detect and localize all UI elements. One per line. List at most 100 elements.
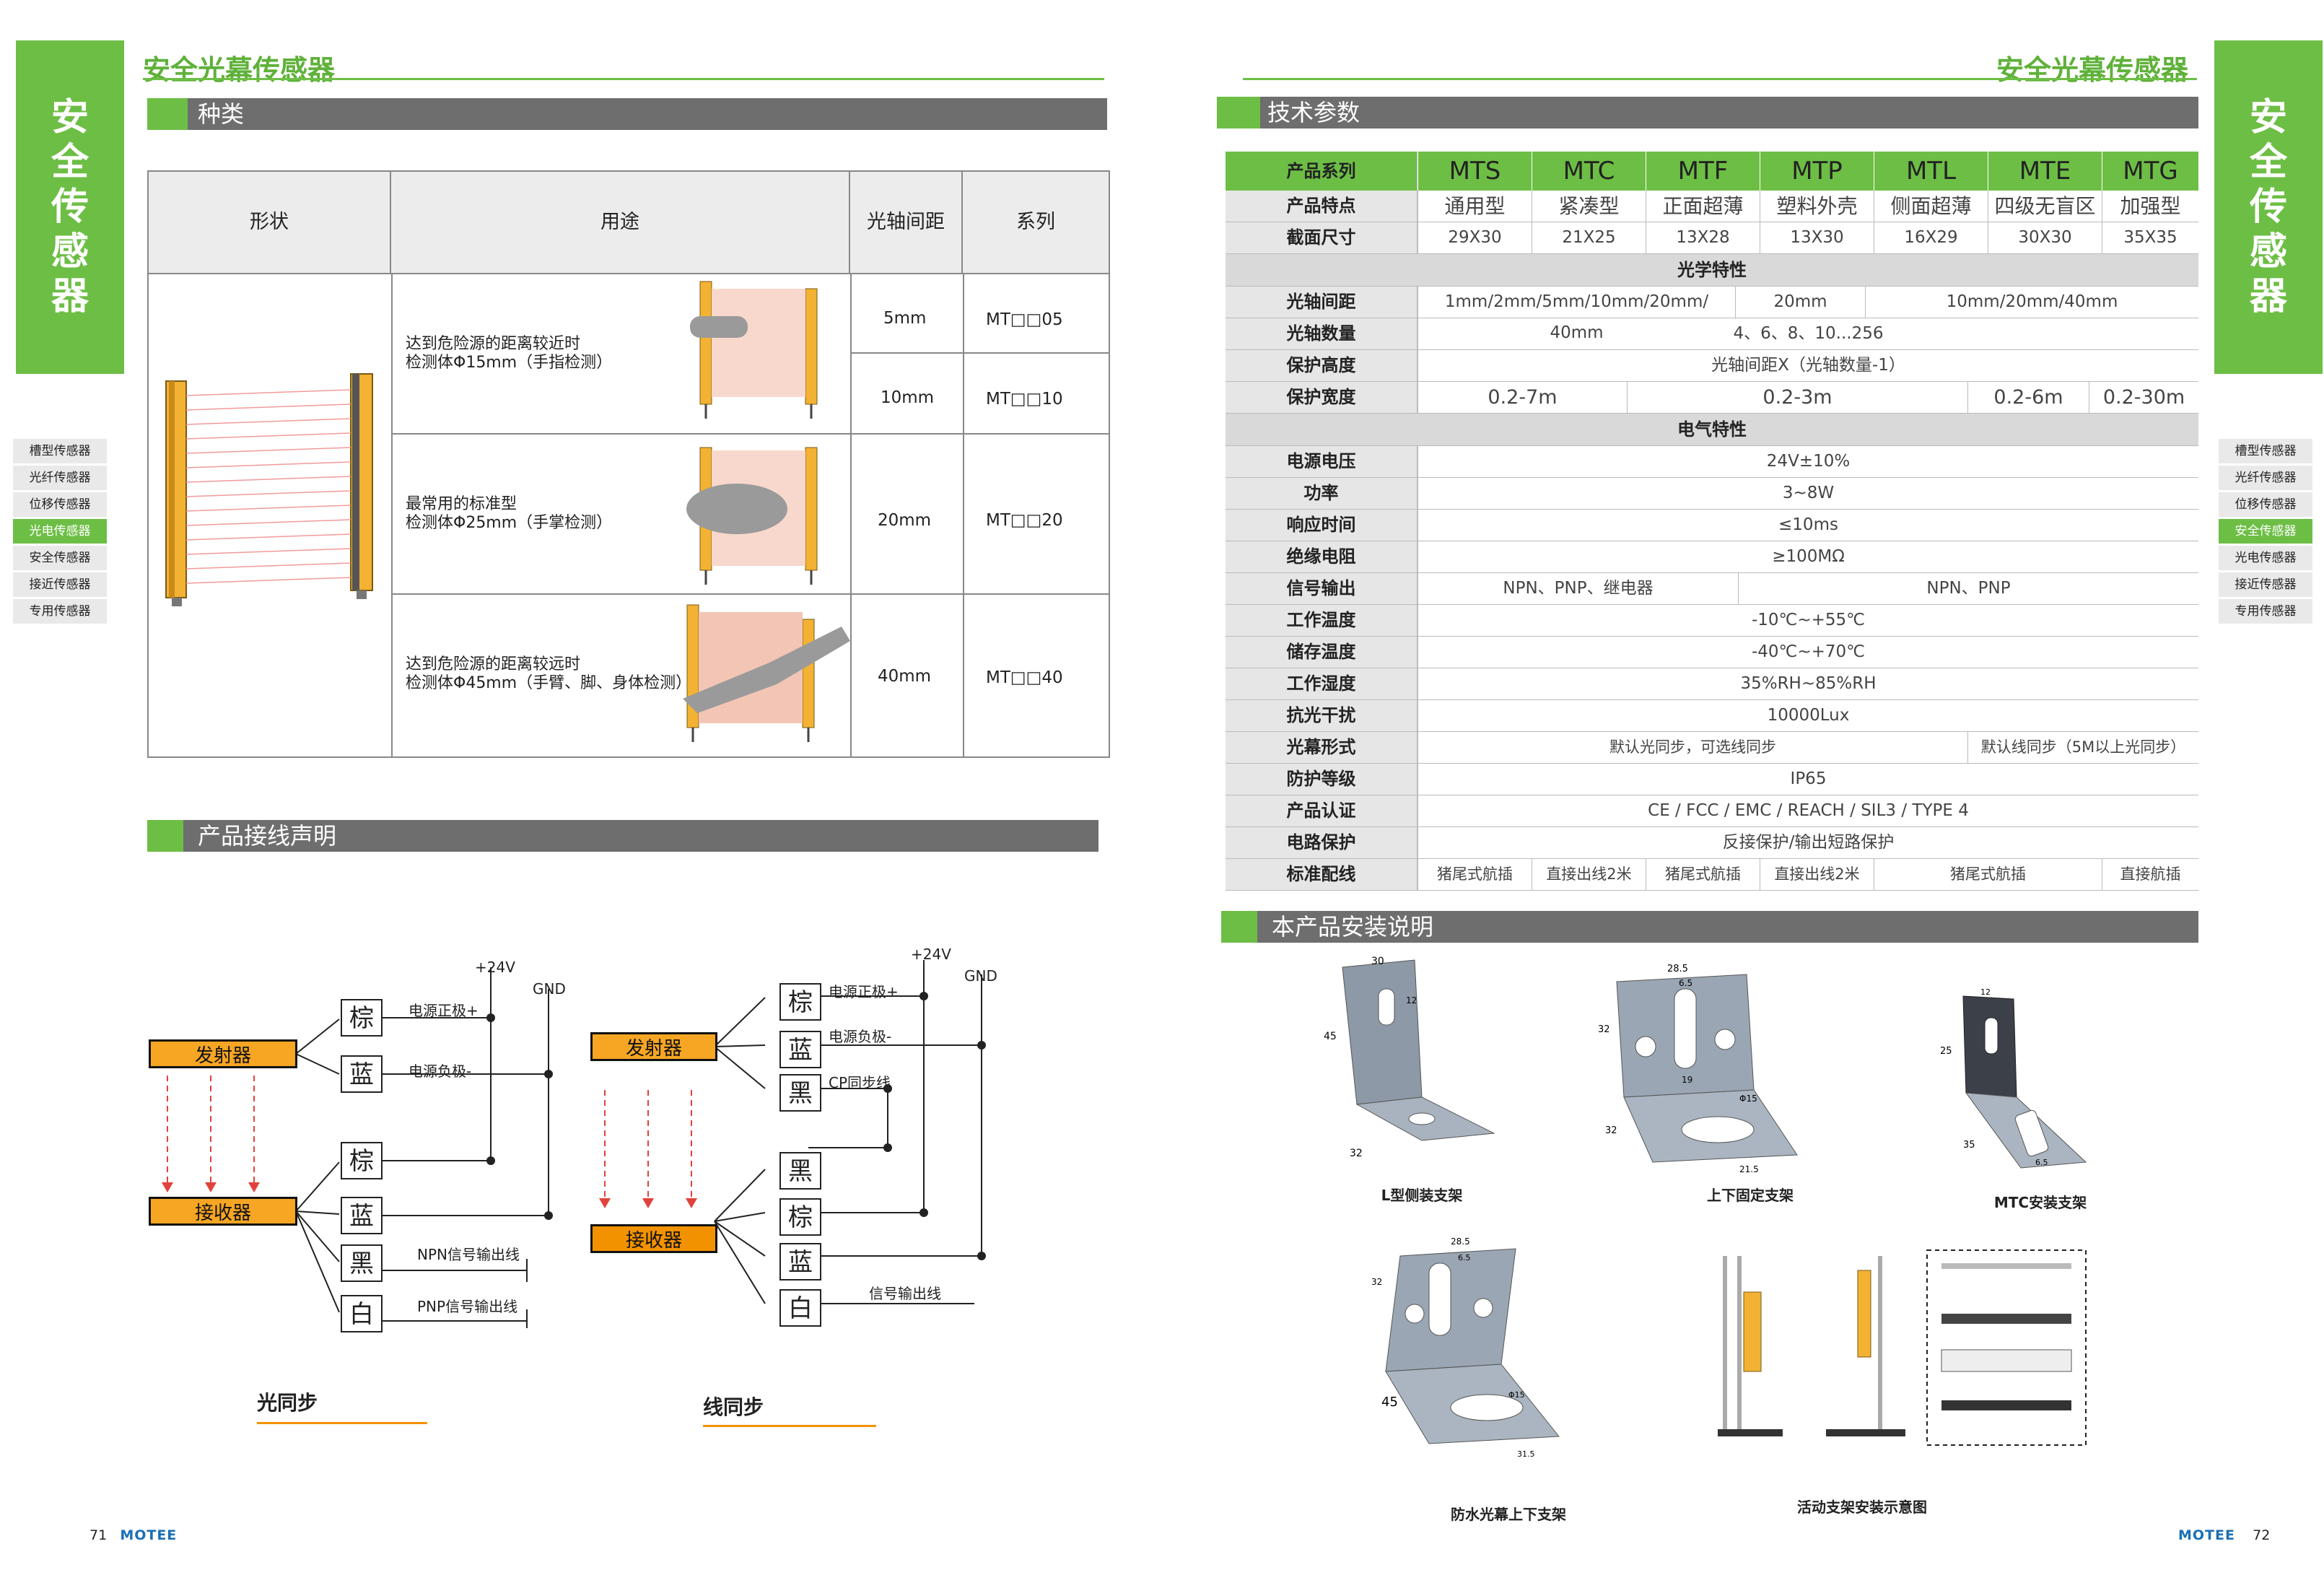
- spec-row-count: 光轴数量 4、6、8、10...256: [1226, 318, 2198, 350]
- spec-value: 直接出线2米: [1760, 859, 1874, 890]
- series-name: MTP: [1760, 152, 1874, 191]
- wire-white: 白: [779, 1289, 821, 1327]
- wire-note: 电源负极-: [829, 1028, 892, 1045]
- dim: Φ15: [1508, 1390, 1525, 1400]
- dim: 32: [1598, 1024, 1610, 1035]
- spec-value: 紧凑型: [1532, 191, 1646, 222]
- nav-item[interactable]: 位移传感器: [13, 492, 107, 517]
- use-row-3: 达到危险源的距离较远时 检测体Φ45mm（手臂、脚、身体检测）: [406, 655, 691, 693]
- spec-value: 20mm: [1735, 287, 1865, 318]
- spec-table: 产品系列 MTS MTC MTF MTP MTL MTE MTG 产品特点 通用…: [1226, 152, 2198, 891]
- bracket-caption: 活动支架安装示意图: [1797, 1498, 1927, 1516]
- spec-value: -40℃~+70℃: [1417, 637, 2198, 668]
- dim: 35: [1963, 1140, 1975, 1151]
- spec-row-size: 截面尺寸 29X30 21X25 13X28 13X30 16X29 30X30…: [1226, 222, 2198, 254]
- spec-row-insulation: 绝缘电阻 ≥100MΩ: [1226, 541, 2198, 573]
- receiver-bar: 接收器: [590, 1224, 717, 1253]
- gnd-label: GND: [533, 980, 566, 998]
- side-tab-char: 安: [51, 96, 89, 139]
- nav-item[interactable]: 槽型传感器: [2219, 439, 2312, 463]
- spec-label: 光轴数量: [1226, 318, 1417, 349]
- nav-item-active[interactable]: 安全传感器: [2219, 519, 2312, 544]
- side-tab-char: 传: [51, 186, 89, 229]
- spec-value: CE / FCC / EMC / REACH / SIL3 / TYPE 4: [1417, 795, 2198, 826]
- dim: Φ15: [1739, 1094, 1757, 1104]
- bracket-caption: MTC安装支架: [1993, 1194, 2087, 1211]
- spec-value: 3~8W: [1417, 478, 2198, 509]
- side-nav-right: 槽型传感器 光纤传感器 位移传感器 安全传感器 光电传感器 接近传感器 专用传感…: [2219, 439, 2312, 626]
- caption-rule: [257, 1422, 427, 1424]
- use-row-2: 最常用的标准型 检测体Φ25mm（手掌检测）: [406, 495, 612, 533]
- receiver-bar: 接收器: [149, 1197, 297, 1226]
- series-name: MTL: [1874, 152, 1988, 191]
- side-tab-right: 安 全 传 感 器: [2214, 40, 2323, 374]
- nav-item[interactable]: 槽型传感器: [13, 439, 107, 463]
- header-shape: 形状: [149, 172, 391, 273]
- wire-black: 黑: [779, 1074, 821, 1112]
- dim: 32: [1350, 1148, 1363, 1159]
- series-cell: MT□□05: [986, 310, 1063, 329]
- spec-row-humidity: 工作湿度 35%RH~85%RH: [1226, 668, 2198, 700]
- page-number: 72: [2253, 1527, 2271, 1543]
- section-marker: [1217, 97, 1260, 128]
- gnd-label: GND: [964, 967, 997, 985]
- spec-value: 直接出线2米: [1532, 859, 1646, 890]
- spec-value: 13X28: [1646, 222, 1760, 253]
- spec-value: 光轴间距X（光轴数量-1）: [1417, 350, 2198, 381]
- nav-item[interactable]: 接近传感器: [13, 572, 107, 597]
- dim: 12: [1406, 995, 1417, 1005]
- series-name: MTG: [2102, 152, 2198, 191]
- section-wiring: 产品接线声明: [147, 820, 1098, 852]
- nav-item-active[interactable]: 光电传感器: [13, 519, 107, 544]
- nav-item[interactable]: 专用传感器: [13, 599, 107, 624]
- spec-row-cert: 产品认证 CE / FCC / EMC / REACH / SIL3 / TYP…: [1226, 795, 2198, 827]
- nav-item[interactable]: 安全传感器: [13, 546, 107, 570]
- spec-value: 0.2-30m: [2089, 382, 2198, 413]
- wire-brown: 棕: [341, 999, 383, 1037]
- series-cell: MT□□40: [986, 668, 1063, 687]
- spec-row-feature: 产品特点 通用型 紧凑型 正面超薄 塑料外壳 侧面超薄 四级无盲区 加强型: [1226, 191, 2198, 222]
- spec-label: 截面尺寸: [1226, 222, 1417, 253]
- spec-row-response: 响应时间 ≤10ms: [1226, 510, 2198, 541]
- spec-label: 产品系列: [1226, 152, 1417, 191]
- use-line: 最常用的标准型: [406, 495, 517, 513]
- wire-note: CP同步线: [829, 1074, 891, 1091]
- wiring-diagram: [162, 960, 986, 1328]
- use-line: 检测体Φ15mm（手指检测）: [406, 354, 613, 372]
- waterproof-bracket-image: 28.5 6.5 32 45 Φ15 31.5: [1371, 1236, 1560, 1459]
- nav-item[interactable]: 接近传感器: [2219, 572, 2312, 597]
- use-line: 达到危险源的距离较近时: [406, 335, 581, 353]
- l-bracket-image: 30 12 45 32: [1324, 956, 1495, 1159]
- brand-logo: MOTEE: [120, 1527, 178, 1543]
- nav-item[interactable]: 光纤传感器: [13, 466, 107, 490]
- spec-value: 10000Lux: [1417, 700, 2198, 731]
- use-line: 达到危险源的距离较远时: [406, 655, 581, 673]
- spec-value: 16X29: [1874, 222, 1988, 253]
- section-spec: 技术参数: [1217, 97, 2198, 128]
- side-tab-char: 全: [51, 141, 89, 184]
- optical-header: 光学特性: [1226, 254, 2198, 287]
- wire-brown: 棕: [779, 983, 821, 1021]
- wire-blue: 蓝: [779, 1031, 821, 1068]
- spec-row-form: 光幕形式 默认光同步，可选线同步 默认线同步（5M以上光同步）: [1226, 732, 2198, 764]
- nav-item[interactable]: 专用传感器: [2219, 599, 2312, 624]
- wire-blue: 蓝: [779, 1243, 821, 1281]
- spec-row-series: 产品系列 MTS MTC MTF MTP MTL MTE MTG: [1226, 152, 2198, 191]
- emitter-bar: 发射器: [590, 1032, 717, 1061]
- divider: [391, 433, 1109, 435]
- wire-note: PNP信号输出线: [417, 1298, 518, 1315]
- side-tab-char: 器: [51, 275, 89, 318]
- spec-value: 29X30: [1417, 222, 1532, 253]
- finger-detect-image: [690, 281, 818, 419]
- spec-label: 光轴间距: [1226, 287, 1417, 318]
- nav-item[interactable]: 位移传感器: [2219, 492, 2312, 517]
- side-tab-char: 安: [2249, 96, 2287, 139]
- arm-detect-image: [683, 604, 850, 742]
- nav-item[interactable]: 光纤传感器: [2219, 466, 2312, 490]
- spec-value: 默认线同步（5M以上光同步）: [1967, 732, 2198, 763]
- spec-value: 默认光同步，可选线同步: [1417, 732, 1967, 763]
- nav-item[interactable]: 光电传感器: [2219, 546, 2312, 570]
- spec-value: 塑料外壳: [1760, 191, 1874, 222]
- spacing-cell: 5mm: [883, 309, 927, 328]
- divider: [391, 273, 393, 756]
